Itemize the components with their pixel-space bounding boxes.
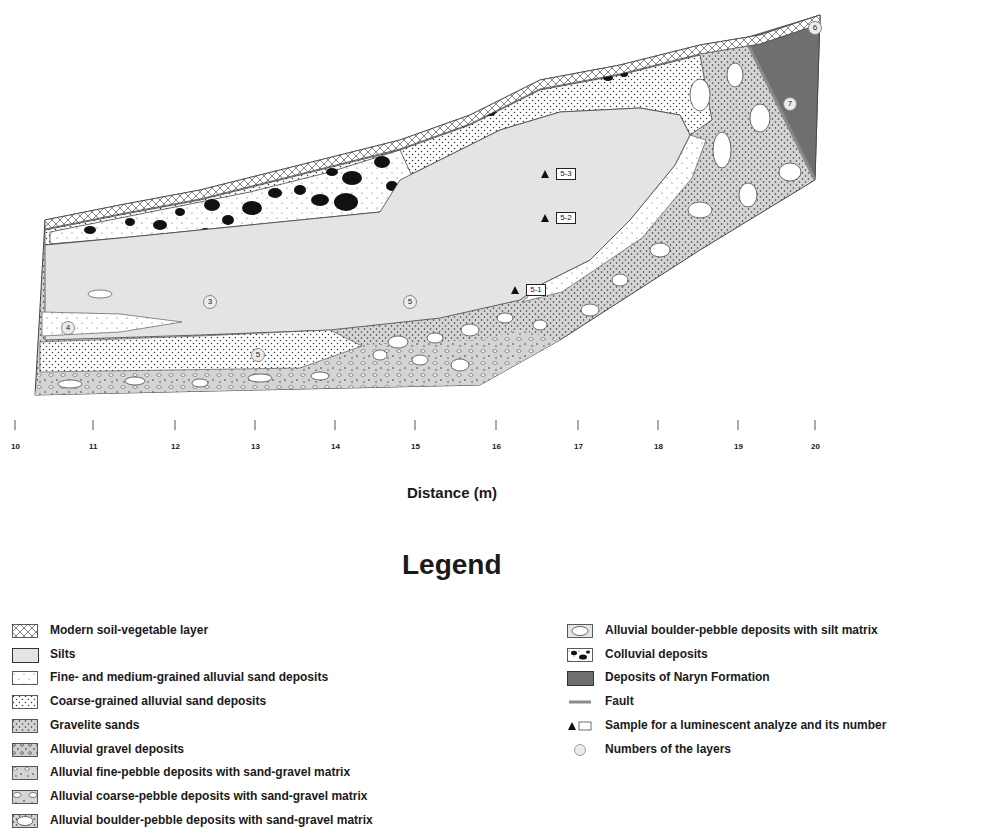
legend-text: Gravelite sands — [50, 719, 139, 733]
layer-number-text: 5 — [408, 298, 412, 306]
axis-tick-label: 13 — [251, 442, 260, 451]
legend-text: Sample for a luminescent analyze and its… — [605, 719, 886, 733]
legend-text: Coarse-grained alluvial sand deposits — [50, 695, 266, 709]
axis-tick-label: 11 — [89, 442, 97, 451]
fine-sand-lens — [42, 312, 182, 336]
legend-text: Numbers of the layers — [605, 743, 731, 757]
silt-pebble — [88, 290, 112, 298]
legend-text: Alluvial fine-pebble deposits with sand-… — [50, 766, 350, 780]
layer-number: 7 — [783, 97, 797, 111]
legend-heading: Legend — [402, 549, 502, 581]
fault-line — [745, 38, 815, 180]
layer-number: 5 — [251, 348, 265, 362]
legend-swatch — [12, 648, 39, 663]
legend-symbol — [567, 624, 593, 638]
layer-number-text: 6 — [813, 24, 817, 32]
legend-text: Silts — [50, 648, 75, 662]
legend-symbol — [12, 766, 38, 780]
gravel-body — [35, 15, 820, 395]
silt-lens — [45, 108, 690, 340]
axis-title: Distance (m) — [407, 484, 497, 501]
sample-number-text: 5-3 — [560, 170, 572, 178]
legend-symbol — [12, 695, 38, 709]
axis-tick-label: 16 — [492, 442, 501, 451]
legend-text: Fine- and medium-grained alluvial sand d… — [50, 671, 328, 685]
legend-symbol — [567, 719, 593, 733]
legend-text: Alluvial gravel deposits — [50, 743, 184, 757]
axis-tick-label: 15 — [411, 442, 420, 451]
layer-number: 4 — [61, 321, 75, 335]
axis-tick-label: 14 — [331, 442, 340, 451]
layer-number-text: 7 — [788, 100, 792, 108]
legend-symbol — [567, 648, 593, 662]
layer-number-text: 3 — [208, 298, 212, 306]
legend-text: Fault — [605, 695, 634, 709]
legend-symbol — [567, 695, 593, 709]
legend-text: Modern soil-vegetable layer — [50, 624, 208, 638]
legend-symbol — [12, 790, 38, 804]
axis-tick-label: 19 — [734, 442, 743, 451]
sample-number: 5-1 — [526, 284, 546, 296]
sample-number-text: 5-1 — [530, 286, 542, 294]
legend-text: Alluvial boulder-pebble deposits with si… — [605, 624, 878, 638]
legend-symbol — [12, 743, 38, 757]
legend-symbol — [12, 814, 38, 828]
legend-text: Alluvial coarse-pebble deposits with san… — [50, 790, 367, 804]
legend-symbol — [12, 624, 38, 638]
boulders — [58, 63, 801, 388]
coarse-sand-lower — [40, 330, 362, 372]
axis-tick-label: 17 — [574, 442, 583, 451]
sample-number: 5-2 — [556, 212, 576, 224]
sample-number-text: 5-2 — [560, 214, 572, 222]
sample-markers — [511, 170, 549, 294]
legend-swatch — [567, 671, 594, 686]
legend-text: Alluvial boulder-pebble deposits with sa… — [50, 814, 373, 828]
axis-ticks — [15, 420, 815, 430]
layer-number-text: 4 — [66, 324, 70, 332]
legend-symbol — [567, 743, 593, 757]
layer-number-text: 5 — [256, 351, 260, 359]
axis-tick-label: 10 — [11, 442, 20, 451]
layer-number: 5 — [403, 295, 417, 309]
layer-number: 6 — [808, 21, 822, 35]
layer-number: 3 — [203, 295, 217, 309]
axis-tick-label: 20 — [811, 442, 820, 451]
legend-text: Deposits of Naryn Formation — [605, 671, 770, 685]
soil-layer — [45, 15, 820, 229]
legend-symbol — [12, 719, 38, 733]
axis-tick-label: 12 — [171, 442, 180, 451]
pebble-band — [35, 330, 560, 395]
legend-text: Colluvial deposits — [605, 648, 708, 662]
sample-number: 5-3 — [556, 168, 576, 180]
legend-symbol — [12, 671, 38, 685]
axis-tick-label: 18 — [654, 442, 663, 451]
